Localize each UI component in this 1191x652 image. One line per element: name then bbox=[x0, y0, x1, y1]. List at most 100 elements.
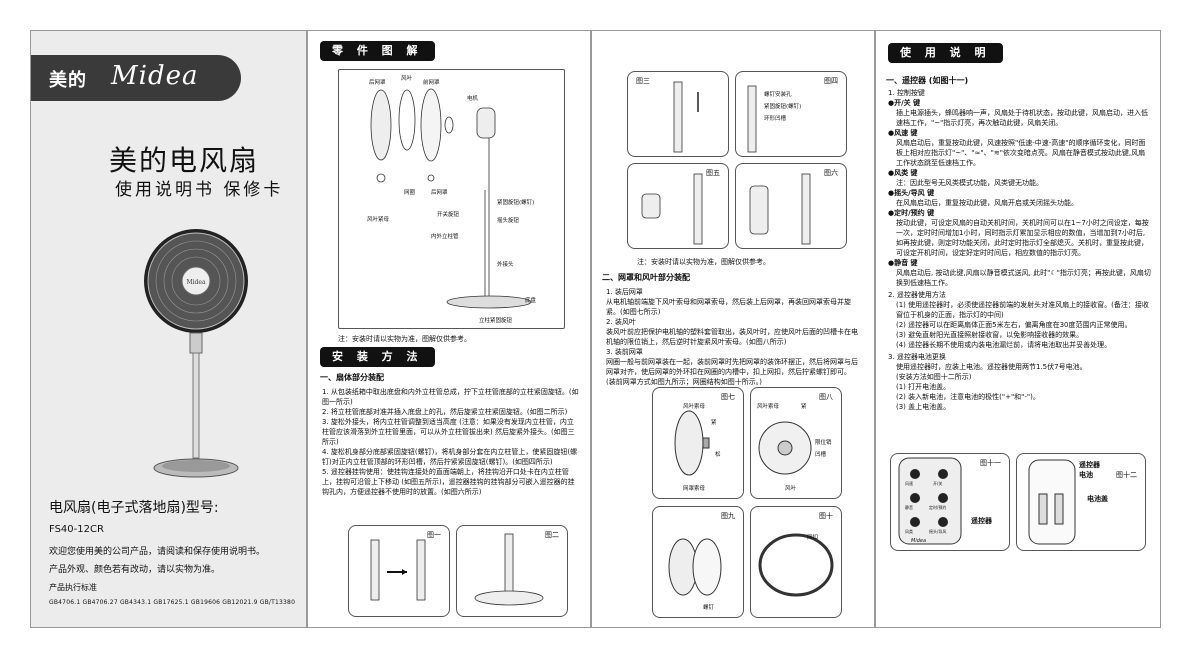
welcome-line-2: 产品外观、颜色若有改动，请以实物为准。 bbox=[49, 565, 221, 575]
install2-step-2: 2. 装风叶 bbox=[606, 318, 636, 326]
figure-1: 图一 bbox=[348, 525, 450, 617]
install2-step-1: 1. 装后网罩 bbox=[606, 288, 643, 296]
battery-item-4: (2) 装入新电池，注意电池的极性("+"和"-")。 bbox=[896, 393, 1040, 401]
figure-5: 图五 bbox=[627, 163, 729, 249]
ctrl-power-body: 插上电源插头，蜂鸣器响一声，风扇处于待机状态，按动此键，风扇启动，进入低速档工作… bbox=[896, 109, 1148, 127]
ctrl-mute-body: 风扇启动后, 按动此键,风扇以静音模式送风, 此时"☾"指示灯亮；再按此键，风扇… bbox=[896, 269, 1151, 287]
install-sec2: 二、网罩和风叶部分装配 bbox=[602, 273, 690, 282]
figure-2: 图二 bbox=[456, 525, 568, 617]
fig8-label-nut: 风叶索母 bbox=[757, 404, 780, 410]
cover-title: 美的电风扇 bbox=[109, 144, 260, 177]
exploded-drawing bbox=[370, 88, 532, 309]
fig7-label-nut: 风叶索母 bbox=[683, 404, 706, 410]
fig4-label: 图四 bbox=[824, 77, 838, 85]
remote-brand: Midea bbox=[911, 538, 927, 544]
label-blade-nut: 风叶紧母 bbox=[367, 217, 390, 223]
label-blade: 风叶 bbox=[401, 76, 413, 82]
fig10-label-clip: 网扣 bbox=[807, 535, 819, 541]
welcome-line-1: 欢迎您使用美的公司产品，请阅读和保存使用说明书。 bbox=[49, 547, 266, 557]
key-mute: 静音 bbox=[905, 505, 913, 510]
standard-heading: 产品执行标准 bbox=[49, 583, 97, 592]
remote-item-1: (1) 使用遥控器时，必须使遥控器前端的发射头对准风扇上的接收窗。(备注：接收窗… bbox=[896, 301, 1149, 319]
battery-heading: 3. 遥控器电池更换 bbox=[888, 353, 946, 361]
fig8-label-pin: 限位销 bbox=[815, 440, 832, 446]
fig2-drawing bbox=[474, 533, 544, 606]
fig7-label-tight: 紧 bbox=[711, 420, 717, 426]
ctrl-swing-body: 在风扇启动后，重复按动此键，风扇开启或关闭摇头功能。 bbox=[896, 199, 1078, 207]
ctrl-mode-body: 注：因此型号无风类模式功能，风类键无功能。 bbox=[896, 179, 1043, 187]
cover-panel: 美的 Midea 美的电风扇 使用说明书 保修卡 Midea 电风扇(电子式落地… bbox=[30, 30, 307, 628]
install-note-2: 注：安装时请以实物为准，图解仅供参考。 bbox=[637, 258, 770, 266]
fig1-label: 图一 bbox=[427, 531, 441, 539]
label-inner-pole: 内外立柱管 bbox=[431, 234, 459, 240]
svg-text:Midea: Midea bbox=[186, 279, 205, 286]
fig9-label: 图九 bbox=[721, 512, 735, 520]
fig8-label-tight: 紧 bbox=[801, 404, 807, 410]
label-screw: 紧固旋钮(螺钉) bbox=[497, 200, 535, 206]
figure-11: 图十一 风速 开/关 静音 定时/预约 风类 摇头/导风 Midea 遥控器 bbox=[890, 453, 1010, 551]
label-rear-nut: 后网罩 bbox=[431, 190, 448, 196]
fig8-label-groove: 凹槽 bbox=[815, 452, 827, 458]
cover-fan-illustration: Midea bbox=[144, 229, 248, 478]
ctrl-power-head: ●开/关 键 bbox=[888, 99, 921, 107]
ctrl-mode-head: ●风类 键 bbox=[888, 169, 918, 177]
label-outer-pole: 外接头 bbox=[497, 262, 514, 268]
fig4-label-hole: 螺钉安装孔 bbox=[764, 92, 792, 98]
install-step-2: 2. 将立柱管底部对准并插入底盘上的孔，然后旋紧立柱紧固旋钮。(如图二所示) bbox=[322, 408, 568, 416]
label-guard-ring: 网圈 bbox=[404, 190, 416, 196]
label-base: 底盘 bbox=[525, 298, 537, 304]
ctrl-mute-head: ●静音 键 bbox=[888, 259, 918, 267]
figure-3: 图三 bbox=[627, 71, 729, 157]
figure-4: 图四 螺钉安装孔 紧固旋钮(螺钉) 环形凹槽 bbox=[735, 71, 847, 157]
brand-cn: 美的 bbox=[49, 70, 87, 91]
install-steps: 1. 从包装纸箱中取出底盘和内外立柱管总成，拧下立柱管底部的立柱紧固旋钮。(如图… bbox=[322, 387, 580, 497]
ctrl-timer-head: ●定时/预约 键 bbox=[888, 209, 935, 217]
exploded-diagram: 后网罩 风叶 前网罩 电机 网圈 后网罩 风叶紧母 开关旋钮 紧固旋钮(螺钉) … bbox=[338, 69, 565, 329]
fig10-label: 图十 bbox=[819, 512, 833, 520]
figure-10: 图十 网扣 bbox=[750, 506, 842, 618]
parts-banner: 零 件 图 解 bbox=[320, 41, 435, 61]
figure-9: 图九 螺钉 bbox=[652, 506, 744, 618]
install2-step-2-body: 装风叶前应把保护电机轴的塑料套管取出，装风叶时，应使风叶后面的凹槽卡在电机轴的限… bbox=[606, 328, 858, 346]
fig9-drawing bbox=[668, 538, 722, 596]
usage-controls: 1. 控制按键 ●开/关 键 插上电源插头，蜂鸣器响一声，风扇处于待机状态，按动… bbox=[888, 88, 1152, 412]
key-timer: 定时/预约 bbox=[929, 505, 947, 510]
figure-6: 图六 bbox=[735, 163, 847, 249]
model-heading: 电风扇(电子式落地扇)型号: bbox=[49, 500, 219, 516]
fig7-label: 图七 bbox=[721, 393, 735, 401]
label-front-guard: 前网罩 bbox=[423, 80, 440, 86]
brand-en: Midea bbox=[111, 61, 199, 91]
usage-banner: 使 用 说 明 bbox=[888, 43, 1003, 63]
fig10-drawing bbox=[758, 533, 834, 597]
fig8-drawing bbox=[758, 421, 812, 475]
cover-subtitle: 使用说明书 保修卡 bbox=[115, 180, 284, 200]
label-pole-head: 摇头旋钮 bbox=[497, 218, 520, 224]
fig12-drawing bbox=[1028, 459, 1076, 545]
fig4-label-screw: 紧固旋钮(螺钉) bbox=[764, 104, 802, 110]
battery-item-1: 使用遥控器时，应装上电池。遥控器使用两节1.5伏7号电池。 bbox=[896, 363, 1087, 371]
install-sec1: 一、扇体部分装配 bbox=[320, 373, 384, 382]
install2-step-3: 3. 装前网罩 bbox=[606, 348, 643, 356]
figure-7: 图七 风叶索母 紧 松 网罩索母 bbox=[652, 387, 744, 499]
remote-heading: 2. 遥控器使用方法 bbox=[888, 291, 946, 299]
figure-8: 图八 风叶索母 紧 限位销 凹槽 风叶 bbox=[750, 387, 842, 499]
ctrl-heading: 1. 控制按键 bbox=[888, 89, 925, 97]
ctrl-timer-body: 按动此键，可设定风扇的自动关机时间，关机时间可以在1~7小时之间设定，每按一次，… bbox=[896, 219, 1149, 257]
fig2-label: 图二 bbox=[545, 531, 559, 539]
brand-logo: 美的 Midea bbox=[31, 55, 241, 101]
usage-panel: 使 用 说 明 一、遥控器 (如图十一) 1. 控制按键 ●开/关 键 插上电源… bbox=[875, 30, 1161, 628]
install-step-1: 1. 从包装纸箱中取出底盘和内外立柱管总成，拧下立柱管底部的立柱紧固旋钮。(如图… bbox=[322, 388, 579, 406]
install2-step-1-body: 从电机轴前端旋下风叶索母和网罩索母，然后装上后网罩，再装回网罩索母并旋紧。(如图… bbox=[606, 298, 851, 316]
remote-item-2: (2) 遥控器可以在距离扇体正面5米左右，偏离角度在30度范围内正常使用。 bbox=[896, 321, 1132, 329]
remote-item-3: (3) 避免直射阳光直接照射接收窗，以免影响接收器的效果。 bbox=[896, 331, 1084, 339]
battery-item-2: (安装方法如图十二所示) bbox=[896, 373, 972, 381]
fig5-drawing bbox=[641, 173, 703, 245]
parts-note: 注：安装时请以实物为准，图解仅供参考。 bbox=[338, 335, 471, 343]
usage-sec1: 一、遥控器 (如图十一) bbox=[886, 76, 969, 85]
fig12-remote: 遥控器 bbox=[1079, 461, 1100, 469]
label-motor: 电机 bbox=[467, 96, 479, 102]
label-switch: 开关旋钮 bbox=[437, 212, 460, 218]
fig1-drawing bbox=[370, 539, 426, 601]
install2-step-3-note: (装前网罩方式如图九所示；网圈结构如图十所示。) bbox=[606, 378, 762, 386]
